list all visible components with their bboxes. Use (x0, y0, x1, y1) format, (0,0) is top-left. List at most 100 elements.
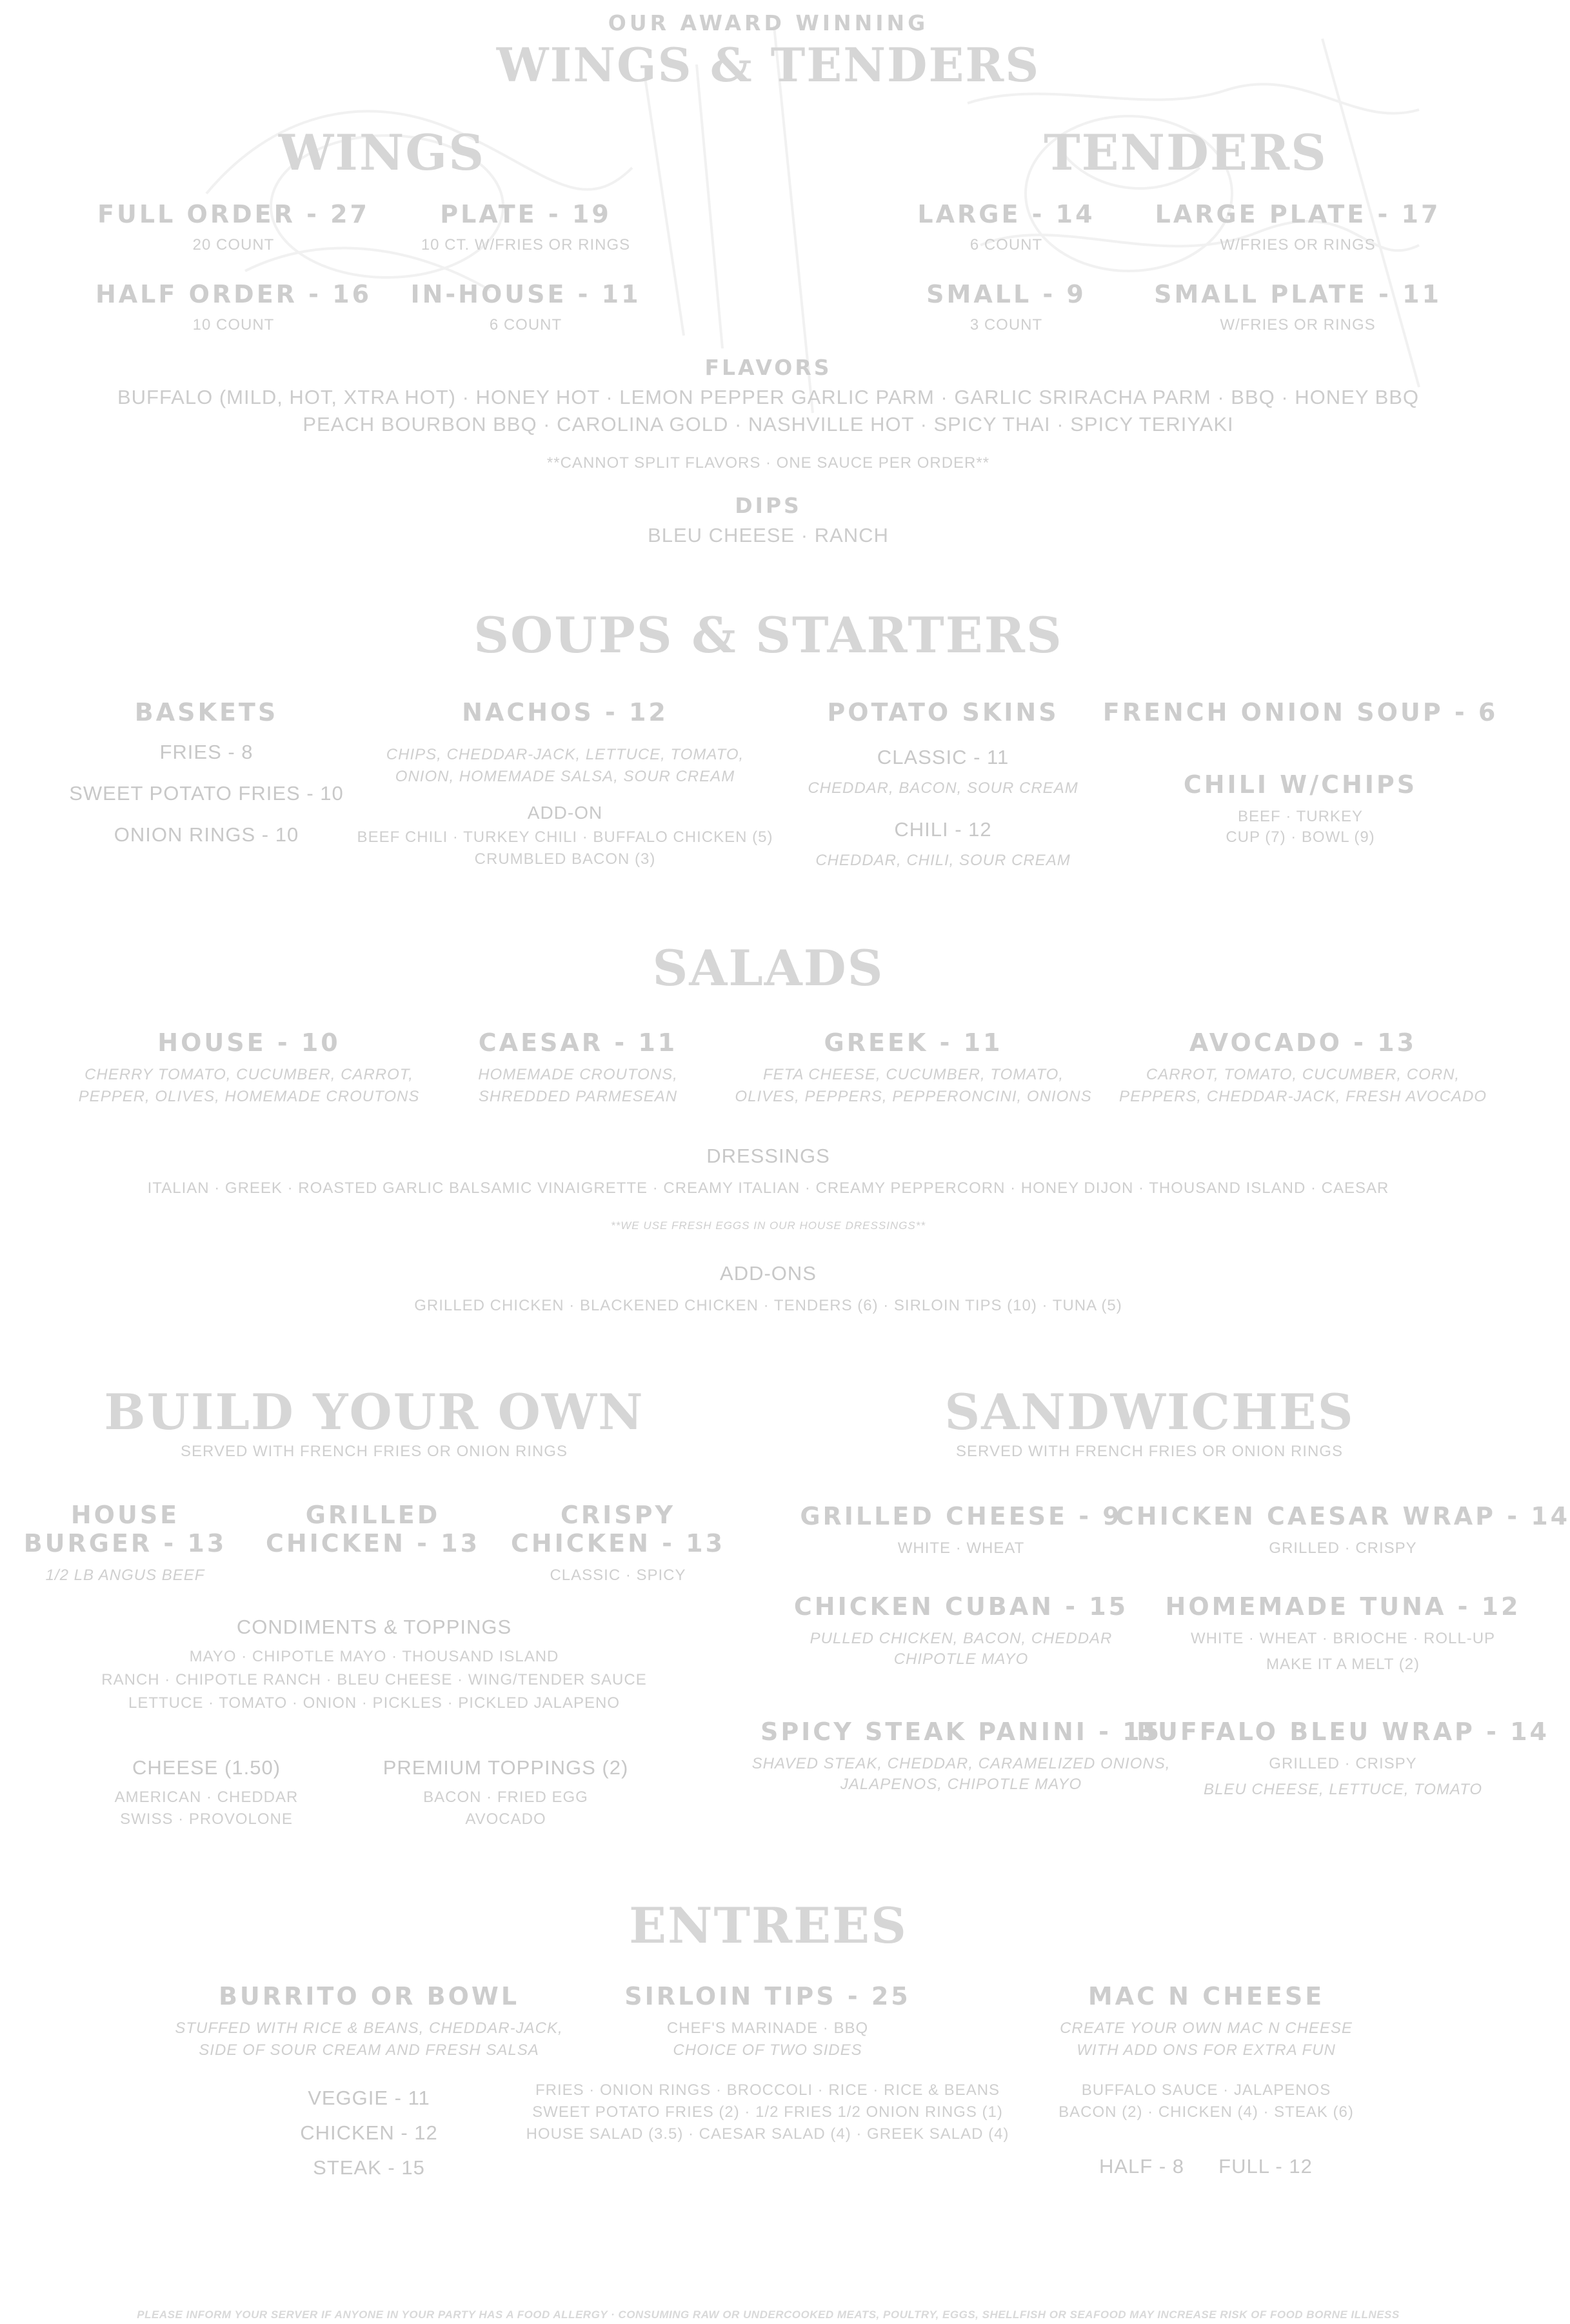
tenders-large-plate: LARGE PLATE - 17 (1155, 200, 1441, 228)
spicy-steak-panini-desc-1: SHAVED STEAK, CHEDDAR, CARAMELIZED ONION… (751, 1755, 1171, 1772)
salads-title: SALADS (652, 939, 884, 997)
nachos-addon-1: BEEF CHILI · TURKEY CHILI · BUFFALO CHIC… (357, 828, 773, 846)
entrees-title: ENTREES (629, 1897, 908, 1954)
soups-starters-title: SOUPS & STARTERS (473, 606, 1063, 664)
chicken-caesar-wrap-desc: GRILLED · CRISPY (1269, 1539, 1417, 1557)
condiments-line-3: LETTUCE · TOMATO · ONION · PICKLES · PIC… (128, 1694, 621, 1712)
salad-avocado-desc-1: CARROT, TOMATO, CUCUMBER, CORN, (1146, 1066, 1460, 1083)
background-illustration (205, 25, 1420, 414)
buffalo-bleu-wrap: BUFFALO BLEU WRAP - 14 (1137, 1718, 1549, 1746)
homemade-tuna: HOMEMADE TUNA - 12 (1165, 1592, 1521, 1621)
sirloin-sides-3: HOUSE SALAD (3.5) · CAESAR SALAD (4) · G… (526, 2125, 1009, 2143)
wings-title: WINGS (278, 124, 486, 181)
house-burger-line-1: HOUSE (70, 1501, 180, 1529)
burrito-steak: STEAK - 15 (313, 2156, 425, 2179)
tenders-large: LARGE - 14 (917, 200, 1095, 228)
premium-toppings-line-1: BACON · FRIED EGG (423, 1788, 588, 1806)
mac-desc-1: CREATE YOUR OWN MAC N CHEESE (1060, 2019, 1353, 2037)
wings-in-house-desc: 6 COUNT (489, 316, 562, 334)
potato-skins-classic: CLASSIC - 11 (877, 746, 1009, 768)
potato-skins-chili: CHILI - 12 (894, 818, 992, 841)
mac-desc-2: WITH ADD ONS FOR EXTRA FUN (1077, 2041, 1336, 2059)
mac-full: FULL - 12 (1218, 2155, 1313, 2178)
french-onion-soup: FRENCH ONION SOUP - 6 (1102, 698, 1498, 726)
header-kicker: OUR AWARD WINNING (608, 10, 929, 35)
tenders-small: SMALL - 9 (926, 280, 1086, 308)
salad-avocado-desc-2: PEPPERS, CHEDDAR-JACK, FRESH AVOCADO (1119, 1088, 1487, 1105)
build-served-with: SERVED WITH FRENCH FRIES OR ONION RINGS (181, 1443, 568, 1460)
salad-house-desc-2: PEPPER, OLIVES, HOMEMADE CROUTONS (78, 1088, 420, 1105)
tenders-small-plate-desc: W/FRIES OR RINGS (1220, 316, 1376, 334)
mac-n-cheese: MAC N CHEESE (1088, 1982, 1325, 2010)
page-title: WINGS & TENDERS (496, 37, 1040, 92)
tenders-title: TENDERS (1044, 124, 1327, 181)
salad-avocado: AVOCADO - 13 (1189, 1028, 1417, 1057)
grilled-chicken-line-1: GRILLED (305, 1501, 441, 1529)
burrito-veggie: VEGGIE - 11 (308, 2087, 430, 2109)
homemade-tuna-desc-1: WHITE · WHEAT · BRIOCHE · ROLL-UP (1190, 1630, 1496, 1647)
chicken-cuban-desc-1: PULLED CHICKEN, BACON, CHEDDAR (810, 1630, 1113, 1647)
baskets-sweet-potato-fries: SWEET POTATO FRIES - 10 (69, 782, 344, 805)
potato-skins-chili-desc: CHEDDAR, CHILI, SOUR CREAM (815, 852, 1071, 869)
sirloin-sides-1: FRIES · ONION RINGS · BROCCOLI · RICE · … (535, 2081, 1000, 2099)
chili-desc-1: BEEF · TURKEY (1238, 808, 1363, 825)
sirloin-sides-2: SWEET POTATO FRIES (2) · 1/2 FRIES 1/2 O… (532, 2103, 1003, 2121)
house-burger-line-2: BURGER - 13 (23, 1529, 227, 1558)
chicken-cuban: CHICKEN CUBAN - 15 (793, 1592, 1129, 1621)
flavors-title: FLAVORS (704, 355, 832, 380)
baskets-onion-rings: ONION RINGS - 10 (114, 823, 299, 846)
spicy-steak-panini: SPICY STEAK PANINI - 15 (760, 1718, 1162, 1746)
flavors-note: **CANNOT SPLIT FLAVORS · ONE SAUCE PER O… (546, 454, 990, 472)
nachos-addon-title: ADD-ON (527, 803, 603, 823)
salad-addons-title: ADD-ONS (720, 1262, 817, 1285)
sirloin-desc-2: CHOICE OF TWO SIDES (673, 2041, 862, 2059)
wings-half-order: HALF ORDER - 16 (95, 280, 372, 308)
flavors-line-1: BUFFALO (MILD, HOT, XTRA HOT) · HONEY HO… (117, 386, 1420, 408)
burrito-desc-1: STUFFED WITH RICE & BEANS, CHEDDAR-JACK, (175, 2019, 563, 2037)
potato-skins-classic-desc: CHEDDAR, BACON, SOUR CREAM (808, 779, 1078, 797)
flavors-line-2: PEACH BOURBON BBQ · CAROLINA GOLD · NASH… (303, 413, 1234, 436)
tenders-large-plate-desc: W/FRIES OR RINGS (1220, 236, 1376, 254)
crispy-chicken-line-1: CRISPY (560, 1501, 676, 1529)
wings-half-order-desc: 10 COUNT (192, 316, 275, 334)
grilled-cheese-desc: WHITE · WHEAT (897, 1539, 1025, 1557)
dressings-eggs-note: **WE USE FRESH EGGS IN OUR HOUSE DRESSIN… (611, 1219, 926, 1232)
salad-house: HOUSE - 10 (157, 1028, 341, 1057)
crispy-chicken-line-2: CHICKEN - 13 (510, 1529, 726, 1558)
mac-half: HALF - 8 (1098, 2155, 1185, 2178)
premium-toppings-line-2: AVOCADO (465, 1810, 546, 1828)
sirloin-tips: SIRLOIN TIPS - 25 (624, 1982, 911, 2010)
wings-full-order-desc: 20 COUNT (192, 236, 275, 254)
nachos-title: NACHOS - 12 (462, 698, 668, 726)
condiments-line-1: MAYO · CHIPOTLE MAYO · THOUSAND ISLAND (189, 1648, 559, 1665)
tenders-small-plate: SMALL PLATE - 11 (1154, 280, 1442, 308)
salad-house-desc-1: CHERRY TOMATO, CUCUMBER, CARROT, (84, 1066, 413, 1083)
salad-addons-list: GRILLED CHICKEN · BLACKENED CHICKEN · TE… (414, 1297, 1122, 1314)
house-burger-desc: 1/2 LB ANGUS BEEF (45, 1567, 205, 1584)
mac-addons-2: BACON (2) · CHICKEN (4) · STEAK (6) (1058, 2103, 1354, 2121)
grilled-cheese: GRILLED CHEESE - 9 (800, 1502, 1122, 1530)
condiments-title: CONDIMENTS & TOPPINGS (236, 1616, 512, 1638)
sirloin-desc-1: CHEF'S MARINADE · BBQ (666, 2019, 869, 2037)
nachos-addon-2: CRUMBLED BACON (3) (474, 850, 656, 868)
nachos-desc-1: CHIPS, CHEDDAR-JACK, LETTUCE, TOMATO, (386, 746, 744, 763)
chicken-cuban-desc-2: CHIPOTLE MAYO (893, 1650, 1029, 1668)
dressings-title: DRESSINGS (706, 1145, 830, 1167)
chili-with-chips: CHILI W/CHIPS (1183, 770, 1418, 799)
potato-skins-title: POTATO SKINS (827, 698, 1059, 726)
crispy-chicken-desc: CLASSIC · SPICY (550, 1567, 686, 1584)
salad-greek-desc-1: FETA CHEESE, CUCUMBER, TOMATO, (762, 1066, 1064, 1083)
dressings-list: ITALIAN · GREEK · ROASTED GARLIC BALSAMI… (147, 1179, 1389, 1197)
salad-greek-desc-2: OLIVES, PEPPERS, PEPPERONCINI, ONIONS (735, 1088, 1092, 1105)
burrito-chicken: CHICKEN - 12 (300, 2121, 438, 2144)
buffalo-bleu-wrap-desc-2: BLEU CHEESE, LETTUCE, TOMATO (1203, 1781, 1483, 1798)
mac-addons-1: BUFFALO SAUCE · JALAPENOS (1081, 2081, 1331, 2099)
allergy-notice: PLEASE INFORM YOUR SERVER IF ANYONE IN Y… (137, 2309, 1400, 2321)
baskets-fries: FRIES - 8 (159, 741, 253, 763)
dips-items: BLEU CHEESE · RANCH (648, 524, 889, 546)
salad-caesar-desc-2: SHREDDED PARMESEAN (478, 1088, 678, 1105)
salad-caesar: CAESAR - 11 (478, 1028, 678, 1057)
cheese-line-2: SWISS · PROVOLONE (120, 1810, 293, 1828)
sandwiches-title: SANDWICHES (944, 1383, 1355, 1441)
cheese-line-1: AMERICAN · CHEDDAR (114, 1788, 299, 1806)
